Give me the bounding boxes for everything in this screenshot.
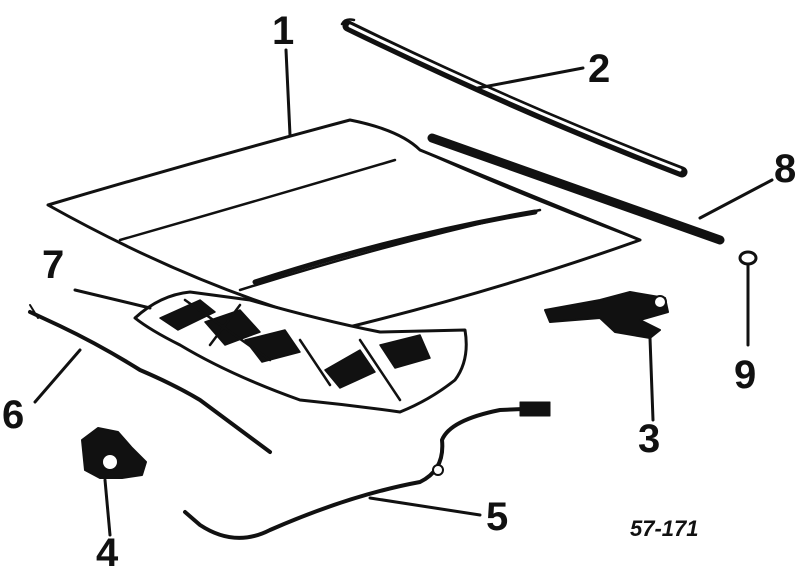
part-9-bumper-stop: [738, 250, 758, 302]
callout-2: 2: [588, 47, 610, 91]
callout-9: 9: [734, 353, 756, 397]
part-5-release-cable: [183, 401, 551, 540]
callout-labels: 1 2 3 4 5 6 7 8 9: [2, 9, 796, 568]
callout-3: 3: [638, 417, 660, 461]
figure-code: 57-171: [630, 516, 699, 541]
part-1-hood-panel: [46, 118, 642, 330]
callout-1: 1: [272, 9, 294, 53]
part-2-weatherstrip: [340, 18, 688, 178]
callout-8: 8: [774, 147, 796, 191]
part-8-seal-strip: [427, 133, 725, 245]
callout-5: 5: [486, 495, 508, 539]
part-4-hood-latch: [81, 427, 147, 479]
part-7-inner-frame: [133, 290, 468, 414]
part-6-prop-rod: [28, 304, 272, 454]
leader-lines: [33, 48, 774, 537]
callout-4: 4: [96, 531, 119, 568]
callout-6: 6: [2, 393, 24, 437]
part-3-hood-hinge: [544, 291, 669, 339]
callout-7: 7: [42, 243, 64, 287]
